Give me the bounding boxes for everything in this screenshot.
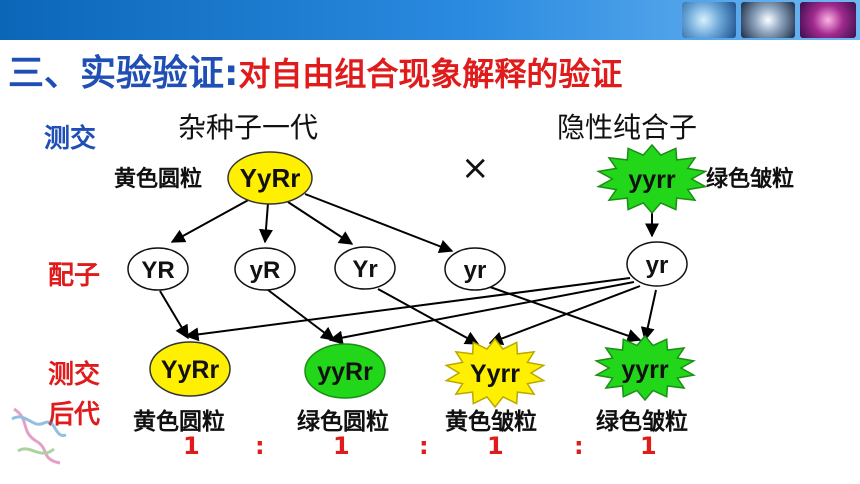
- ratio-4: 1: [640, 432, 657, 460]
- gamete-label-0: YR: [141, 257, 174, 284]
- gamete-label-2: Yr: [352, 256, 377, 283]
- gamete-Yr: [334, 246, 396, 290]
- header-image-cells: [682, 2, 736, 38]
- arrow-g2-to-off4: [640, 289, 657, 342]
- row-label-gametes: 配子: [48, 261, 101, 291]
- offspring-3-phenotype: 黄色皱粒: [445, 409, 537, 435]
- arrow-Yr-to-off3: [377, 288, 480, 345]
- gamete-yr: [444, 247, 506, 291]
- offspring-2-phenotype: 绿色圆粒: [297, 409, 389, 435]
- subtitle-text: 对自由组合现象解释的验证: [238, 55, 623, 93]
- offspring-1-seed: [149, 341, 231, 397]
- parent2-seed: [596, 143, 708, 215]
- title-text: 三、实验验证:: [8, 53, 239, 94]
- offspring-4-phenotype: 绿色皱粒: [596, 409, 688, 435]
- header-bar: [0, 0, 860, 40]
- dna-decoration: [11, 407, 67, 465]
- gamete2-label: yr: [646, 252, 669, 279]
- gamete-label-3: yr: [464, 257, 487, 284]
- arrow-p1-to-YR: [170, 197, 253, 243]
- arrow-g2-to-off2: [328, 281, 635, 345]
- arrow-g2-to-off1: [184, 277, 631, 342]
- parent2-phenotype: 绿色皱粒: [706, 167, 795, 192]
- offspring-3-seed: [444, 337, 546, 409]
- offspring-1-phenotype: 黄色圆粒: [133, 409, 225, 435]
- offspring-4-genotype: yyrr: [621, 356, 669, 384]
- offspring-4-seed: [594, 334, 696, 402]
- row-label-testcross: 测交: [44, 124, 97, 154]
- offspring-1-genotype: YyRr: [161, 356, 220, 384]
- header-image-microscopy: [800, 2, 856, 38]
- arrow-p1-to-yR: [258, 202, 273, 244]
- arrow-p1-to-Yr: [287, 201, 354, 245]
- parent1-genotype: YyRr: [240, 163, 301, 193]
- gamete2-yr: [626, 241, 688, 287]
- parent1-header: 杂种子一代: [178, 111, 319, 144]
- row-label-offspring-2: 后代: [48, 400, 101, 430]
- slide-title: 三、实验验证:对自由组合现象解释的验证: [8, 44, 622, 96]
- offspring-2-genotype: yyRr: [317, 358, 373, 386]
- gamete-label-1: yR: [250, 257, 281, 284]
- parent1-seed: [227, 151, 313, 205]
- offspring-2-seed: [304, 343, 386, 399]
- ratio-3: 1: [487, 432, 504, 460]
- arrow-p1-to-yr: [304, 193, 454, 253]
- arrow-g2-to-off3: [488, 285, 641, 346]
- ratio-sep-3: :: [574, 432, 584, 460]
- ratio-sep-2: :: [419, 432, 429, 460]
- offspring-3-genotype: Yyrr: [470, 360, 520, 388]
- gamete-yR: [234, 247, 296, 291]
- gamete-YR: [127, 247, 189, 291]
- parent2-genotype: yyrr: [628, 166, 676, 194]
- ratio-2: 1: [333, 432, 350, 460]
- row-label-offspring-1: 测交: [48, 360, 101, 390]
- parent2-header: 隐性纯合子: [557, 111, 698, 144]
- ratio-sep-1: :: [255, 432, 265, 460]
- arrow-yR-to-off2: [267, 289, 336, 341]
- header-image-chromosome: [741, 2, 795, 38]
- ratio-1: 1: [183, 432, 200, 460]
- parent1-phenotype: 黄色圆粒: [114, 167, 203, 192]
- arrow-YR-to-off1: [159, 290, 189, 340]
- cross-symbol: ×: [461, 148, 490, 188]
